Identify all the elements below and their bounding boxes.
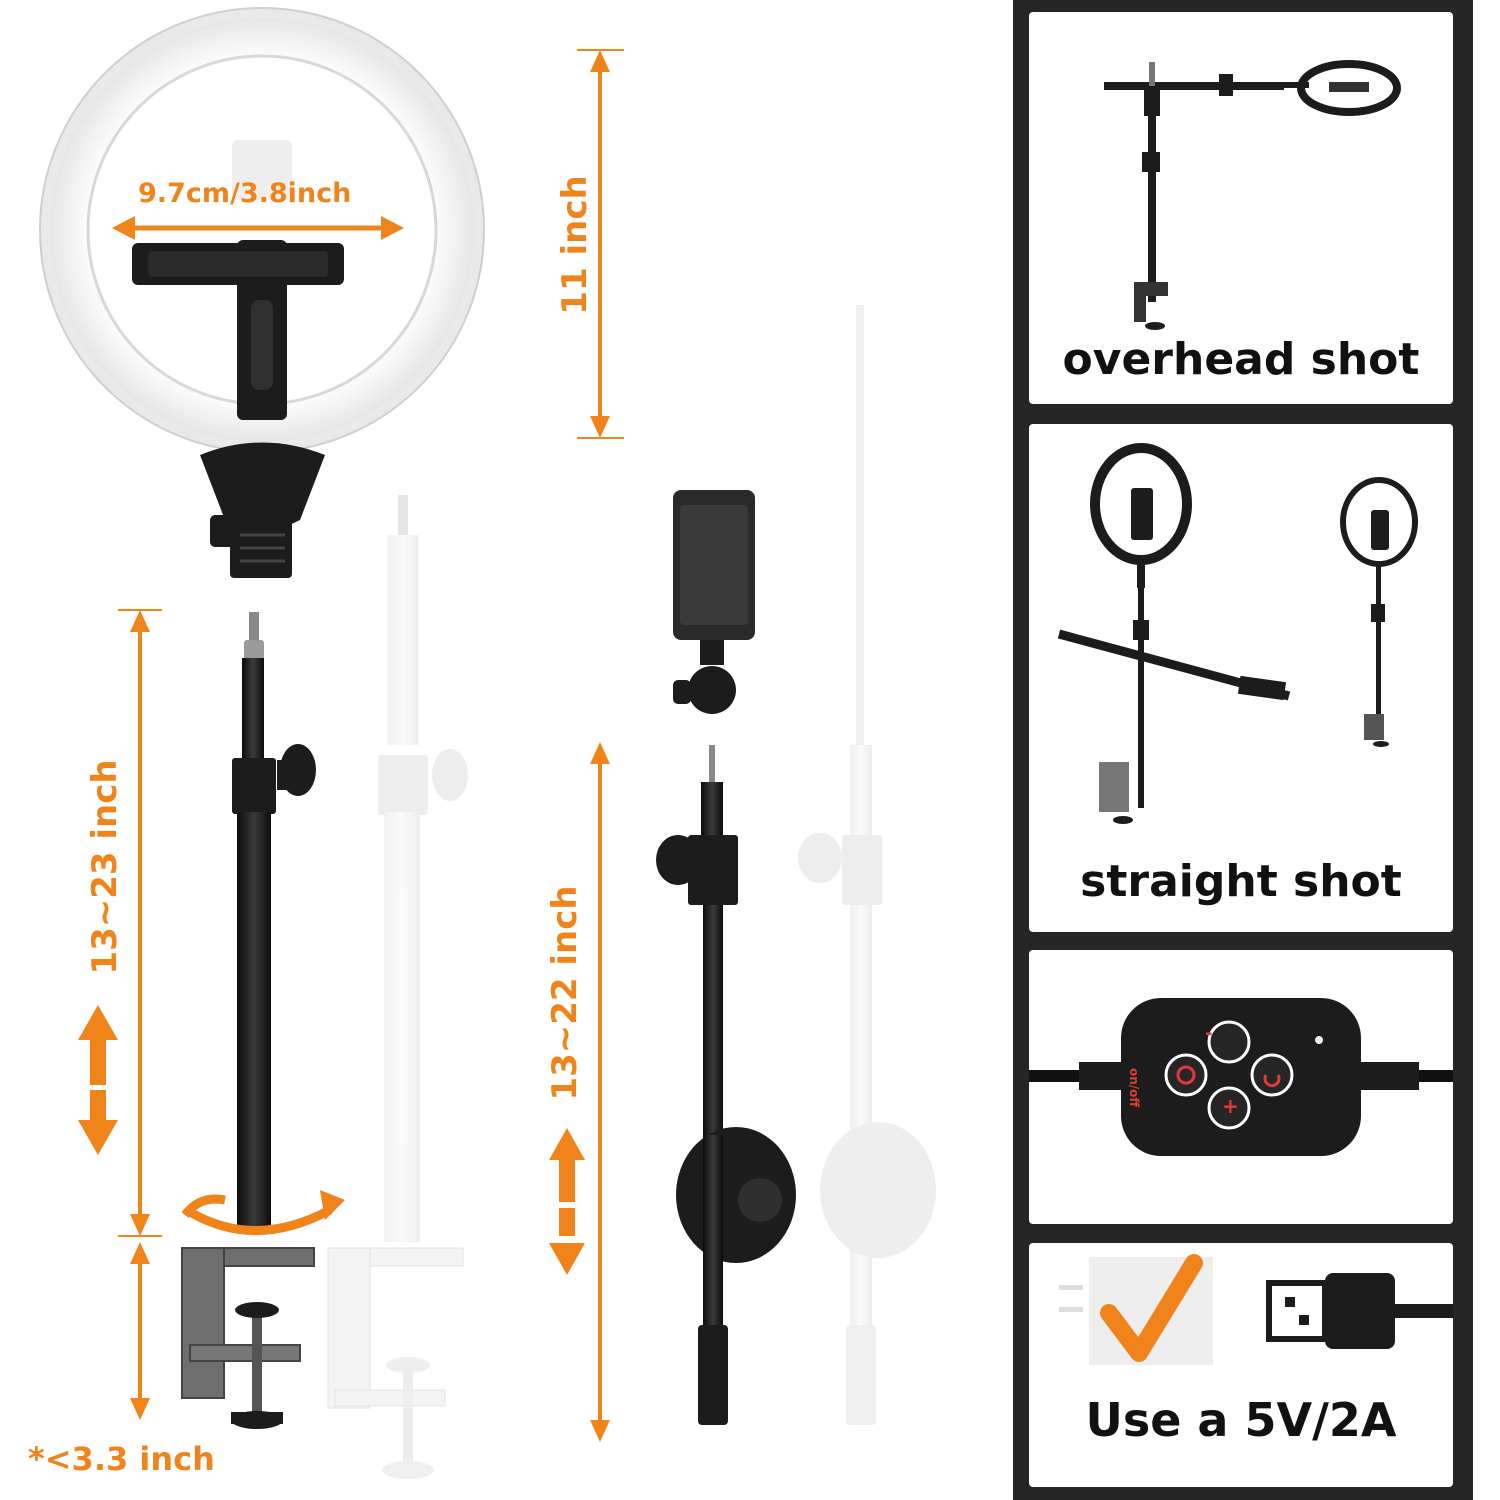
pole-height-arrow xyxy=(118,609,162,1420)
usb-plug-icon xyxy=(1266,1273,1453,1349)
power-card: Use a 5V/2A xyxy=(1029,1243,1453,1487)
plus-button-label: + xyxy=(1222,1094,1239,1118)
overhead-caption: overhead shot xyxy=(1062,334,1420,385)
double-arrow-icon xyxy=(78,1005,118,1155)
ring-height-arrow xyxy=(577,49,624,439)
pole-height-label: 13~23 inch xyxy=(85,759,125,975)
desk-clamp-icon xyxy=(181,1247,315,1429)
remote-controller-icon xyxy=(1029,998,1453,1156)
rotate-arrow-icon xyxy=(181,1190,345,1235)
clamp-opening-label: *<3.3 inch xyxy=(28,1440,215,1478)
clamp-width-label: 9.7cm/3.8inch xyxy=(138,178,352,209)
arrow-head-left-icon xyxy=(112,216,135,240)
overhead-setup-icon xyxy=(1104,60,1401,330)
minus-button-label: - xyxy=(1205,1023,1213,1044)
remote-card: - + on/off xyxy=(1029,950,1453,1224)
ring-height-label: 11 inch xyxy=(555,175,595,315)
straight-caption: straight shot xyxy=(1080,856,1402,907)
power-caption: Use a 5V/2A xyxy=(1085,1393,1397,1447)
overhead-card: overhead shot xyxy=(1029,12,1453,404)
ball-head-icon xyxy=(673,490,755,714)
straight-setup-icon xyxy=(1057,443,1418,824)
power-icons xyxy=(1059,1254,1453,1365)
phone-holder-icon xyxy=(132,240,344,420)
power-button-label: on/off xyxy=(1127,1068,1141,1108)
straight-card: straight shot xyxy=(1029,424,1453,932)
telescopic-pole xyxy=(232,612,316,1232)
boom-height-arrow xyxy=(549,742,610,1442)
feature-panel: overhead shot straight shot xyxy=(1013,0,1473,1500)
boom-arm xyxy=(656,745,796,1425)
boom-height-label: 13~22 inch xyxy=(545,885,585,1101)
ghost-pole xyxy=(327,495,468,1479)
ghost-boom xyxy=(798,305,936,1425)
arrow-head-right-icon xyxy=(381,216,404,240)
checkmark-icon xyxy=(1100,1254,1203,1362)
